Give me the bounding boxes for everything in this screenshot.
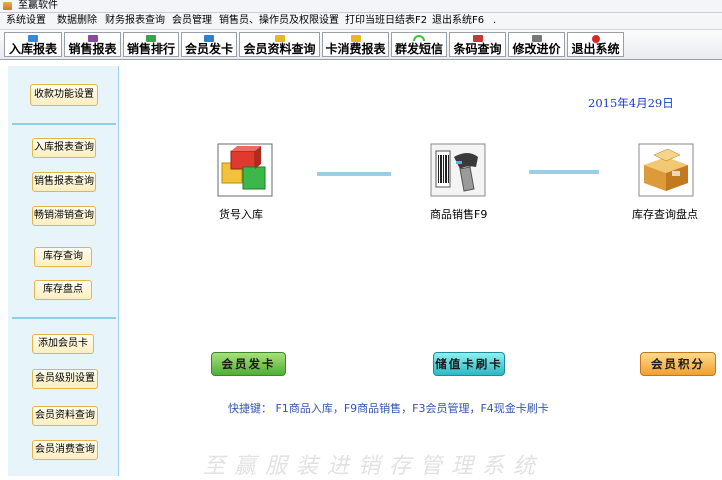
toolbar-member-info-query-button[interactable]: 会员资料查询 <box>239 32 320 57</box>
sidebar-member-info-button[interactable]: 会员资料查询 <box>32 406 98 426</box>
sales-flow-label: 商品销售F9 <box>430 208 488 221</box>
warehouse-box-icon <box>638 143 694 197</box>
menu-extra[interactable]: . <box>493 15 497 26</box>
close-circle-icon <box>591 35 600 43</box>
toolbar-card-consumption-report-button[interactable]: 卡消费报表 <box>322 32 389 57</box>
toolbar-barcode-query-button[interactable]: 条码查询 <box>449 32 506 57</box>
sidebar-add-member-card-button[interactable]: 添加会员卡 <box>32 334 94 354</box>
folder-yellow-icon <box>350 35 361 42</box>
system-name-watermark: 至赢服装进销存管理系统 <box>203 454 545 479</box>
barcode-scanner-icon <box>430 143 486 197</box>
menu-member-management[interactable]: 会员管理 <box>172 15 212 26</box>
sidebar-inventory-count-button[interactable]: 库存盘点 <box>34 280 92 300</box>
barcode-doc-icon <box>472 35 483 42</box>
wifi-icon <box>413 35 425 41</box>
toolbar: 入库报表 销售报表 销售排行 会员发卡 会员资料查询 卡消费报表 群发短信 条码… <box>0 30 722 60</box>
toolbar-mass-sms-button[interactable]: 群发短信 <box>391 32 447 57</box>
inventory-flow-label: 库存查询盘点 <box>632 208 698 221</box>
window-title: 至赢软件 <box>18 0 58 11</box>
flow-connector <box>529 170 599 174</box>
menu-finance-report[interactable]: 财务报表查询 <box>105 15 165 26</box>
title-bar: 至赢软件 <box>0 0 722 13</box>
app-icon <box>3 2 12 10</box>
folder-blue-icon <box>28 35 38 42</box>
stored-value-card-button[interactable]: 储值卡刷卡 <box>433 352 505 376</box>
sidebar-member-level-button[interactable]: 会员级别设置 <box>32 369 98 389</box>
sidebar-bestseller-query-button[interactable]: 畅销滞销查询 <box>32 206 96 226</box>
toolbar-stock-in-report-button[interactable]: 入库报表 <box>4 32 62 57</box>
sidebar-divider <box>12 317 116 319</box>
member-points-button[interactable]: 会员积分 <box>640 352 716 376</box>
menu-bar: 系统设置 数据删除 财务报表查询 会员管理 销售员、操作员及权限设置 打印当班日… <box>0 13 722 30</box>
boxes-icon <box>217 143 273 197</box>
tools-icon <box>531 35 542 42</box>
current-date: 2015年4月29日 <box>588 96 674 110</box>
stock-in-flow-label: 货号入库 <box>219 208 263 221</box>
sidebar-inventory-query-button[interactable]: 库存查询 <box>34 247 92 267</box>
issue-member-card-button[interactable]: 会员发卡 <box>211 352 286 376</box>
toolbar-modify-cost-button[interactable]: 修改进价 <box>508 32 565 57</box>
shortcut-hint: 快捷键： F1商品入库，F9商品销售，F3会员管理，F4现金卡刷卡 <box>228 402 549 415</box>
folder-yellow-icon <box>274 35 285 42</box>
book-icon <box>87 35 98 42</box>
menu-exit-system[interactable]: 退出系统F6 <box>432 15 485 26</box>
menu-staff-permissions[interactable]: 销售员、操作员及权限设置 <box>219 15 339 26</box>
toolbar-sales-ranking-button[interactable]: 销售排行 <box>123 32 179 57</box>
menu-data-delete[interactable]: 数据删除 <box>57 15 97 26</box>
menu-system-settings[interactable]: 系统设置 <box>6 15 46 26</box>
inventory-flow-button[interactable] <box>638 143 694 197</box>
sales-flow-button[interactable] <box>430 143 486 197</box>
flow-connector <box>317 172 391 176</box>
sidebar: 收款功能设置 入库报表查询 销售报表查询 畅销滞销查询 库存查询 库存盘点 添加… <box>8 66 119 476</box>
toolbar-issue-member-card-button[interactable]: 会员发卡 <box>181 32 237 57</box>
toolbar-sales-report-button[interactable]: 销售报表 <box>64 32 121 57</box>
folder-blue-icon <box>204 35 214 42</box>
sidebar-stock-in-report-button[interactable]: 入库报表查询 <box>32 138 96 158</box>
sidebar-divider <box>12 123 116 125</box>
sidebar-sales-report-button[interactable]: 销售报表查询 <box>32 172 96 192</box>
folder-green-icon <box>146 35 156 42</box>
sidebar-member-consumption-button[interactable]: 会员消费查询 <box>32 440 98 460</box>
menu-print-daily-report[interactable]: 打印当班日结表F2 <box>345 15 428 26</box>
sidebar-payment-settings-button[interactable]: 收款功能设置 <box>30 84 98 106</box>
stock-in-flow-button[interactable] <box>217 143 273 197</box>
toolbar-exit-system-button[interactable]: 退出系统 <box>567 32 624 57</box>
